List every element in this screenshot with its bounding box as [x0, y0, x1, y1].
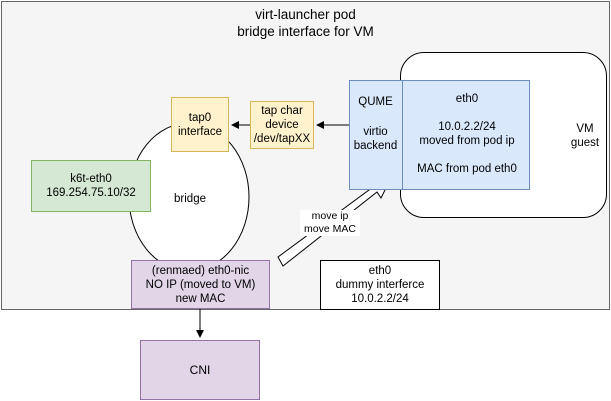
vm-label-line1: VM — [576, 123, 594, 135]
tapchar-line2: device — [265, 119, 299, 131]
virtio-line1: virtio — [363, 126, 388, 138]
dummy-interface-box: eth0 dummy interferce 10.0.2.2/24 — [320, 260, 440, 310]
move-note-line1: move ip — [311, 210, 349, 222]
vm-eth0-block: eth0 10.0.2.2/24 moved from pod ip MAC f… — [404, 92, 530, 176]
vm-eth0-ip: 10.0.2.2/24 — [438, 121, 496, 133]
pod-title-line1: virt-launcher pod — [255, 7, 356, 22]
qume-box — [349, 80, 530, 190]
ethnic-line1: (renmaed) eth0-nic — [151, 264, 250, 277]
ethnic-line2: NO IP (moved to VM) — [145, 278, 256, 291]
tapchar-line3: /dev/tapXX — [253, 133, 311, 145]
tap-char-device-box: tap char device /dev/tapXX — [250, 101, 314, 149]
pod-title-line2: bridge interface for VM — [237, 24, 374, 39]
vm-guest-label: VM guest — [555, 122, 611, 150]
tap0-line2: interface — [177, 125, 223, 138]
cni-box: CNI — [140, 340, 260, 400]
tap0-interface-box: tap0 interface — [171, 97, 229, 152]
cni-label: CNI — [189, 363, 211, 377]
dummy-line1: eth0 — [368, 265, 392, 277]
ethnic-line3: new MAC — [175, 292, 226, 305]
k6t-ip: 169.254.75.10/32 — [46, 187, 136, 199]
virtio-backend-label: virtio backend — [349, 125, 402, 153]
qume-title: QUME — [358, 96, 393, 108]
qume-divider — [402, 80, 403, 190]
vm-eth0-mac-note: MAC from pod eth0 — [417, 163, 517, 175]
move-note-line2: move MAC — [304, 223, 356, 235]
k6t-eth0-box: k6t-eth0 169.254.75.10/32 — [31, 160, 151, 212]
bridge-label: bridge — [174, 193, 206, 205]
dummy-line2: dummy interferce — [335, 279, 425, 291]
vm-eth0-name: eth0 — [455, 93, 479, 105]
tapchar-line1: tap char — [261, 105, 303, 117]
virtio-line2: backend — [353, 140, 398, 152]
tap0-line1: tap0 — [188, 111, 212, 124]
vm-eth0-ip-note: moved from pod ip — [419, 135, 515, 147]
pod-title: virt-launcher pod bridge interface for V… — [0, 6, 611, 40]
vm-label-line2: guest — [570, 137, 600, 149]
k6t-name: k6t-eth0 — [70, 173, 112, 185]
move-note: move ip move MAC — [300, 210, 360, 236]
eth0-nic-box: (renmaed) eth0-nic NO IP (moved to VM) n… — [131, 260, 270, 309]
dummy-line3: 10.0.2.2/24 — [351, 293, 409, 305]
